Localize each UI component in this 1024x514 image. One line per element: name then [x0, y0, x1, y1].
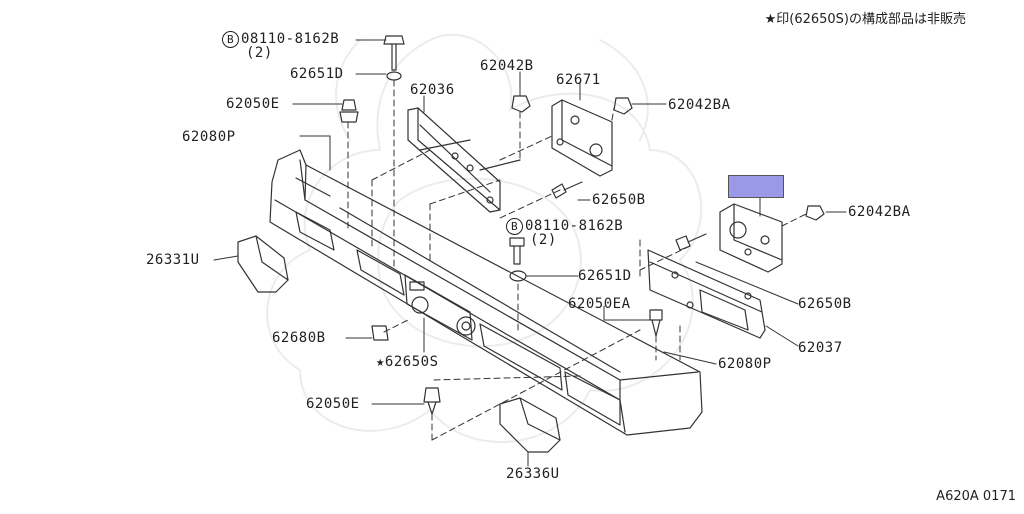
- bolt-circle-icon: B: [222, 31, 239, 48]
- bracket-62671: [552, 100, 612, 176]
- highlighted-part-marker[interactable]: [728, 175, 784, 198]
- not-for-sale-note: ★印(62650S)の構成部品は非販売: [764, 12, 966, 27]
- leader-lines: [214, 40, 846, 466]
- lamp-26336U: [500, 398, 560, 452]
- part-label-62680B[interactable]: 62680B: [272, 330, 326, 346]
- bolt-circle-icon: B: [506, 218, 523, 235]
- part-label-62080P-top[interactable]: 62080P: [182, 129, 236, 145]
- part-label-62651D-mid[interactable]: 62651D: [578, 268, 632, 284]
- part-number: 08110-8162B: [241, 31, 340, 47]
- reinforcement-62036: [408, 108, 520, 212]
- part-label-62050E-bottom[interactable]: 62050E: [306, 396, 360, 412]
- reinforcement-62037: [648, 250, 765, 338]
- part-label-62650S[interactable]: ★62650S: [376, 354, 439, 370]
- part-label-62651D-top[interactable]: 62651D: [290, 66, 344, 82]
- assembly-lines: [348, 80, 806, 440]
- part-label-62042B[interactable]: 62042B: [480, 58, 534, 74]
- part-label-62042BA-top[interactable]: 62042BA: [668, 97, 731, 113]
- part-label-62037[interactable]: 62037: [798, 340, 843, 356]
- watermark-emblem: [267, 35, 701, 442]
- part-label-62042BA-right[interactable]: 62042BA: [848, 204, 911, 220]
- part-label-62050EA[interactable]: 62050EA: [568, 296, 631, 312]
- bumper-body: [270, 150, 702, 435]
- part-label-62650B-top[interactable]: 62650B: [592, 192, 646, 208]
- part-qty-top: (2): [246, 45, 273, 61]
- part-label-62036[interactable]: 62036: [410, 82, 455, 98]
- part-label-26336U[interactable]: 26336U: [506, 466, 560, 482]
- diagram-code: A620A 0171: [936, 489, 1016, 504]
- lamp-26331U: [238, 236, 288, 292]
- part-label-62671[interactable]: 62671: [556, 72, 601, 88]
- part-label-26331U[interactable]: 26331U: [146, 252, 200, 268]
- part-qty-mid: (2): [530, 232, 557, 248]
- part-label-62080P-bottom[interactable]: 62080P: [718, 356, 772, 372]
- bracket-right: [720, 204, 782, 272]
- part-label-62050E-top[interactable]: 62050E: [226, 96, 280, 112]
- part-label-62650B-right[interactable]: 62650B: [798, 296, 852, 312]
- part-number: 08110-8162B: [525, 218, 624, 234]
